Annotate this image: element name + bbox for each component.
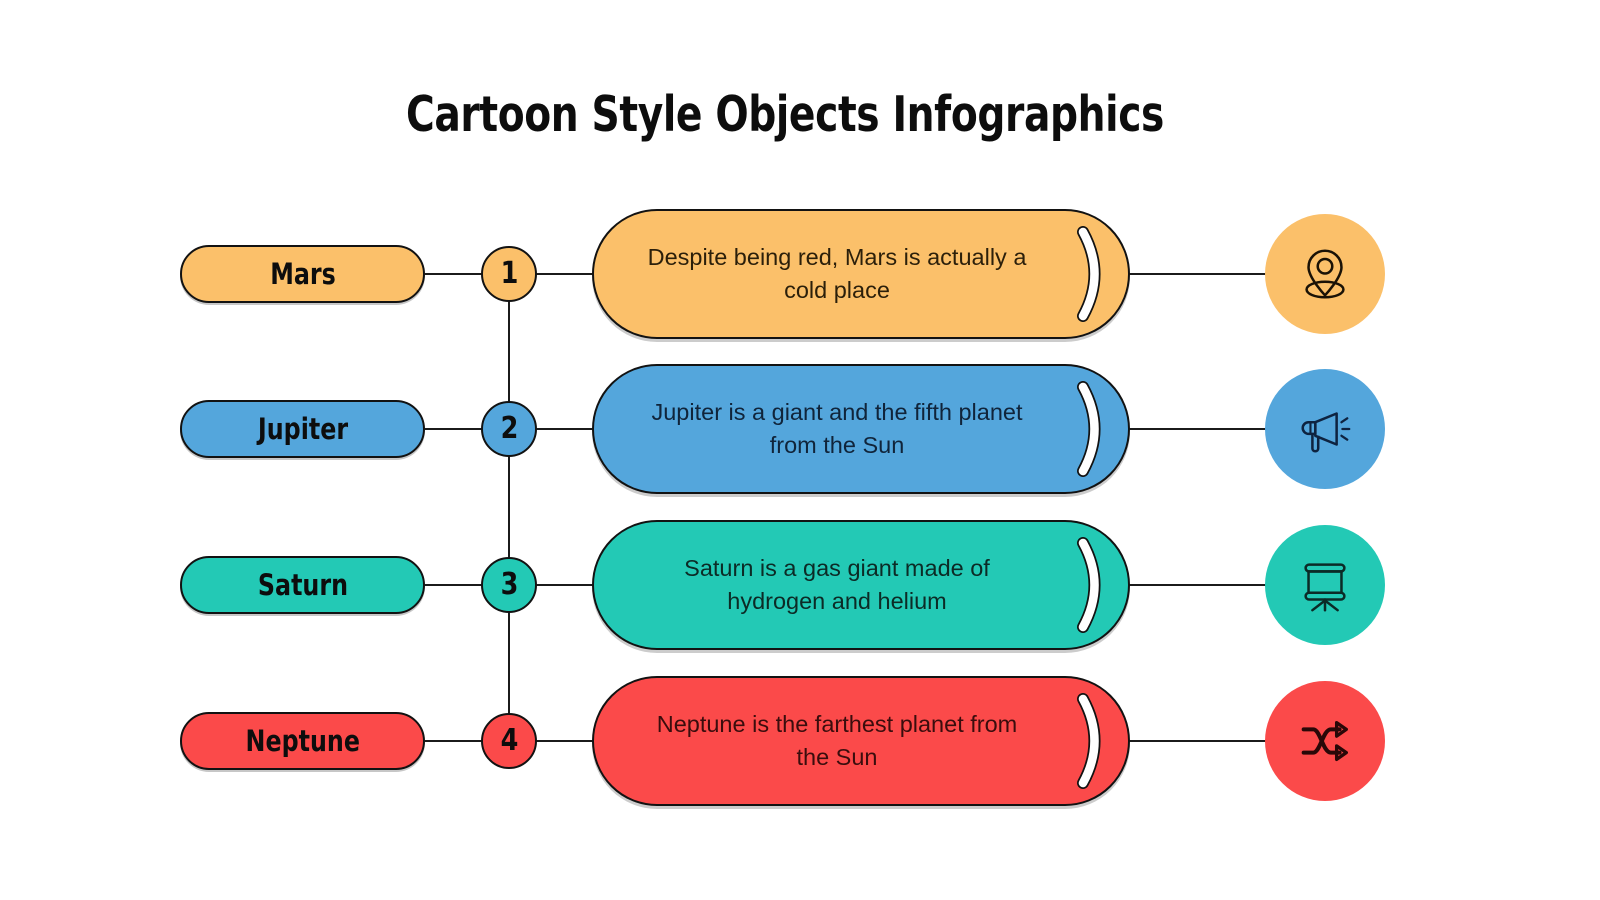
connector-content-to-icon — [1128, 273, 1267, 275]
step-number-badge[interactable]: 2 — [481, 401, 537, 457]
connector-number-to-content — [535, 584, 594, 586]
step-number-badge[interactable]: 4 — [481, 713, 537, 769]
highlight-crescent — [1077, 381, 1101, 477]
connector-content-to-icon — [1128, 428, 1267, 430]
step-number-badge[interactable]: 3 — [481, 557, 537, 613]
highlight-crescent — [1077, 537, 1101, 633]
planet-name-label: Neptune — [245, 724, 360, 758]
connector-content-to-icon — [1128, 584, 1267, 586]
highlight-crescent — [1077, 226, 1101, 322]
icon-badge[interactable] — [1265, 369, 1385, 489]
highlight-crescent — [1077, 693, 1101, 789]
connector-name-to-number — [425, 273, 483, 275]
page-title: Cartoon Style Objects Infographics — [406, 86, 1164, 143]
connector-name-to-number — [425, 740, 483, 742]
infographic-row: Neptune 4 Neptune is the farthest planet… — [0, 661, 1600, 821]
description-pill[interactable]: Despite being red, Mars is actually a co… — [592, 209, 1130, 339]
step-number-badge[interactable]: 1 — [481, 246, 537, 302]
step-number-label: 1 — [500, 256, 518, 291]
connector-number-to-content — [535, 428, 594, 430]
planet-name-pill[interactable]: Neptune — [180, 712, 425, 770]
connector-name-to-number — [425, 584, 483, 586]
step-number-label: 3 — [500, 567, 518, 602]
presentation-board-icon — [1304, 563, 1346, 612]
description-text: Despite being red, Mars is actually a co… — [647, 244, 1027, 303]
description-text: Neptune is the farthest planet from the … — [656, 711, 1018, 770]
connector-number-to-content — [535, 740, 594, 742]
infographic-row: Jupiter 2 Jupiter is a giant and the fif… — [0, 349, 1600, 509]
planet-name-label: Saturn — [257, 568, 348, 602]
description-pill[interactable]: Saturn is a gas giant made of hydrogen a… — [592, 520, 1130, 650]
planet-name-pill[interactable]: Jupiter — [180, 400, 425, 458]
icon-badge[interactable] — [1265, 681, 1385, 801]
description-pill[interactable]: Neptune is the farthest planet from the … — [592, 676, 1130, 806]
vertical-connector-3-4 — [508, 585, 510, 741]
icon-badge[interactable] — [1265, 214, 1385, 334]
icon-badge[interactable] — [1265, 525, 1385, 645]
description-text: Saturn is a gas giant made of hydrogen a… — [684, 555, 990, 614]
step-number-label: 4 — [500, 723, 518, 758]
description-pill[interactable]: Jupiter is a giant and the fifth planet … — [592, 364, 1130, 494]
description-text: Jupiter is a giant and the fifth planet … — [651, 399, 1023, 458]
planet-name-pill[interactable]: Mars — [180, 245, 425, 303]
vertical-connector-2-3 — [508, 429, 510, 585]
location-pin-icon — [1305, 249, 1345, 299]
planet-name-label: Jupiter — [257, 412, 348, 446]
connector-content-to-icon — [1128, 740, 1267, 742]
infographic-row: Saturn 3 Saturn is a gas giant made of h… — [0, 505, 1600, 665]
vertical-connector-1-2 — [508, 274, 510, 429]
connector-name-to-number — [425, 428, 483, 430]
planet-name-label: Mars — [269, 257, 336, 291]
megaphone-icon — [1301, 412, 1351, 453]
planet-name-pill[interactable]: Saturn — [180, 556, 425, 614]
infographic-row: Mars 1 Despite being red, Mars is actual… — [0, 194, 1600, 354]
shuffle-arrows-icon — [1301, 720, 1348, 762]
connector-number-to-content — [535, 273, 594, 275]
step-number-label: 2 — [500, 411, 518, 446]
